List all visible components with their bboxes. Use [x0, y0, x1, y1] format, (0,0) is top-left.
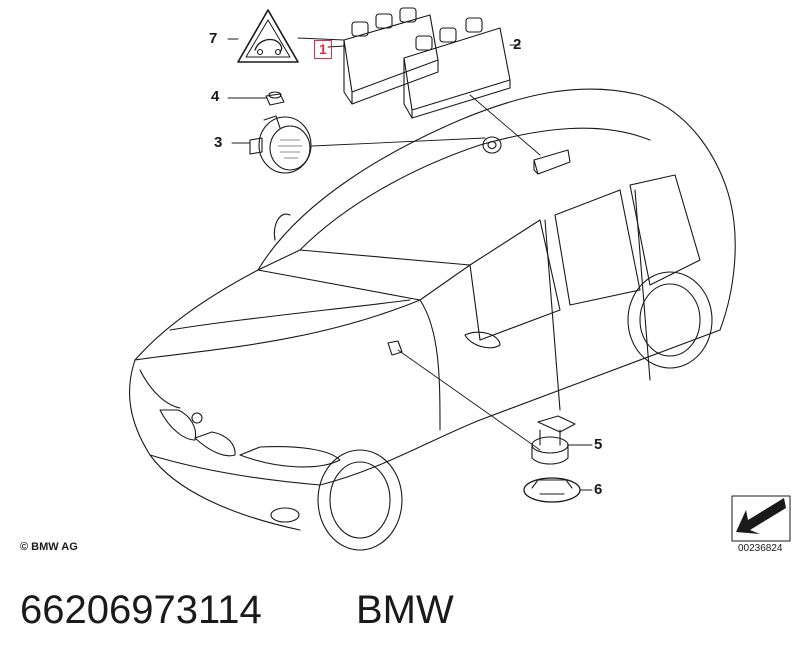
leader-lines [227, 37, 593, 491]
tilt-sensor-part [482, 136, 502, 154]
callout-6: 6 [594, 481, 603, 498]
clip-part [387, 340, 403, 356]
callout-1-highlighted: 1 [314, 40, 332, 59]
parts-diagram [128, 7, 791, 551]
copyright-notice: © BMW AG [20, 541, 78, 553]
part-number: 66206973114 [20, 588, 262, 632]
warning-triangle-icon [237, 9, 299, 63]
brand-name: BMW [356, 588, 454, 632]
connector-module [533, 149, 571, 175]
callout-4: 4 [211, 88, 220, 105]
callout-3: 3 [214, 134, 223, 151]
sensor-holder-part [523, 477, 581, 503]
reference-code: 00236824 [738, 543, 783, 554]
callout-7: 7 [209, 30, 218, 47]
siren-part [249, 115, 312, 174]
callout-2: 2 [513, 36, 522, 53]
nut-part [265, 91, 285, 106]
car-outline [128, 88, 736, 551]
control-unit-1 [343, 7, 439, 105]
callout-5: 5 [594, 436, 603, 453]
control-unit-2 [403, 17, 511, 119]
orientation-arrow-icon [731, 495, 791, 542]
ultrasonic-sensor-part [531, 415, 576, 465]
